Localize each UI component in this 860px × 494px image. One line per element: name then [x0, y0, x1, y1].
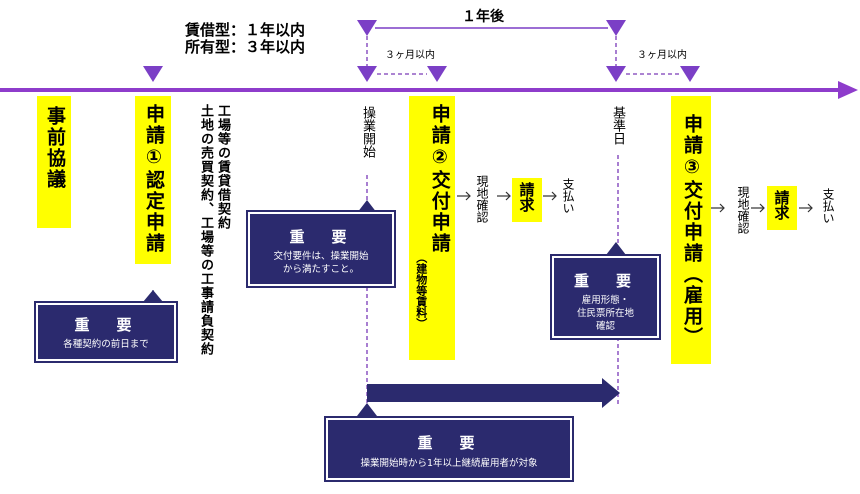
- one-year-label: １年後: [462, 9, 504, 25]
- duration-arrow-head: [602, 378, 620, 408]
- site-check-1: 現地確認: [475, 175, 489, 223]
- important-text-3-line3: 確認: [595, 320, 615, 332]
- site-check-2: 現地確認: [736, 186, 750, 234]
- base-date-label: 基準日: [610, 106, 625, 145]
- timeline-arrowhead: [838, 81, 858, 99]
- own-limit: 所有型：３年以内: [185, 38, 306, 56]
- flow-arrows: [457, 191, 813, 213]
- important-text-4: 操業開始時から1年以上継続雇用者が対象: [360, 458, 538, 469]
- contracts-text-1: 工場等の賃貸借契約: [215, 104, 230, 230]
- claim-text-1: 請求: [517, 182, 536, 212]
- important-title-1: 重 要: [74, 316, 138, 334]
- important-box-4: 重 要 操業開始時から1年以上継続雇用者が対象: [324, 416, 574, 482]
- important-text-2-line1: 交付要件は、操業開始: [273, 251, 369, 262]
- step-prior-consult: 事前協議: [37, 96, 71, 228]
- prior-consult-text: 事前協議: [43, 106, 66, 190]
- callout2-pointer: [357, 200, 377, 213]
- marker-top-start: [357, 20, 377, 36]
- callout4-pointer: [357, 403, 377, 416]
- apply2-text: 申請②交付申請: [428, 104, 451, 254]
- contracts-text-2: 土地の売買契約、工場等の工事請負契約: [198, 104, 213, 356]
- claim-text-2: 請求: [772, 190, 791, 220]
- important-box-1: 重 要 各種契約の前日まで: [34, 301, 178, 363]
- step-apply1: 申請①認定申請: [135, 96, 171, 264]
- callout1-pointer: [143, 290, 163, 302]
- marker-apply1: [143, 66, 163, 82]
- duration-arrow-body: [367, 384, 603, 402]
- important-title-4: 重 要: [417, 434, 481, 452]
- apply3-text: 申請③交付申請（雇用）: [680, 114, 703, 348]
- lease-limit: 賃借型：１年以内: [185, 21, 306, 39]
- marker-top-base: [606, 20, 626, 36]
- important-box-3: 重 要 雇用形態・ 住民票所在地 確認: [550, 254, 661, 340]
- marker-apply2: [427, 66, 447, 82]
- marker-base: [606, 66, 626, 82]
- callout3-pointer: [606, 242, 626, 255]
- claim-box-1: 請求: [512, 178, 542, 222]
- important-text-3-line2: 住民票所在地: [576, 307, 634, 319]
- apply1-text: 申請①認定申請: [142, 104, 165, 254]
- three-months-label-2: ３ヶ月以内: [637, 50, 687, 61]
- claim-box-2: 請求: [767, 186, 797, 230]
- step-apply3: 申請③交付申請（雇用）: [671, 96, 711, 364]
- important-title-3: 重 要: [573, 272, 637, 290]
- marker-apply3: [680, 66, 700, 82]
- period-limits: 賃借型：１年以内 所有型：３年以内: [185, 22, 305, 56]
- step-apply2: （建物等賃料） 申請②交付申請: [409, 96, 455, 360]
- important-box-2: 重 要 交付要件は、操業開始 から満たすこと。: [246, 210, 396, 288]
- start-ops-label: 操業開始: [360, 106, 375, 158]
- marker-start: [357, 66, 377, 82]
- three-months-label-1: ３ヶ月以内: [385, 50, 435, 61]
- important-text-3-line1: 雇用形態・: [581, 295, 630, 306]
- important-title-2: 重 要: [289, 228, 353, 246]
- important-text-2-line2: から満たすこと。: [282, 263, 359, 275]
- payment-2: 支払い: [821, 188, 835, 224]
- important-text-1: 各種契約の前日まで: [63, 339, 149, 350]
- apply2-paren-text: （建物等賃料）: [414, 252, 428, 329]
- payment-1: 支払い: [561, 178, 575, 214]
